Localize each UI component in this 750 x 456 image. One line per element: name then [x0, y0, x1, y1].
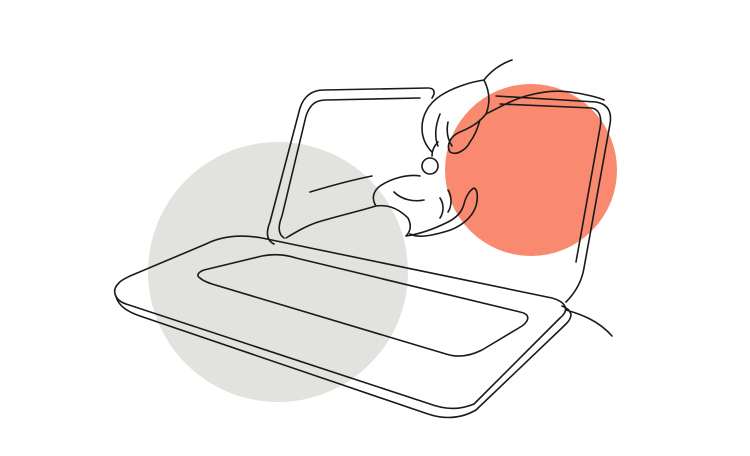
giving-hand [421, 59, 605, 155]
laptop-screen [266, 87, 612, 303]
laptop-keyboard-deck [197, 253, 529, 357]
laptop-base-edge [115, 295, 572, 419]
gray-circle [148, 142, 408, 402]
coin-drop-line [431, 141, 439, 157]
coin [421, 157, 439, 175]
receiving-hand [285, 174, 479, 239]
wrist-line [309, 175, 373, 193]
laptop-screen-bezel [278, 97, 602, 263]
coral-circle [445, 84, 617, 256]
laptop-cable [565, 309, 613, 337]
